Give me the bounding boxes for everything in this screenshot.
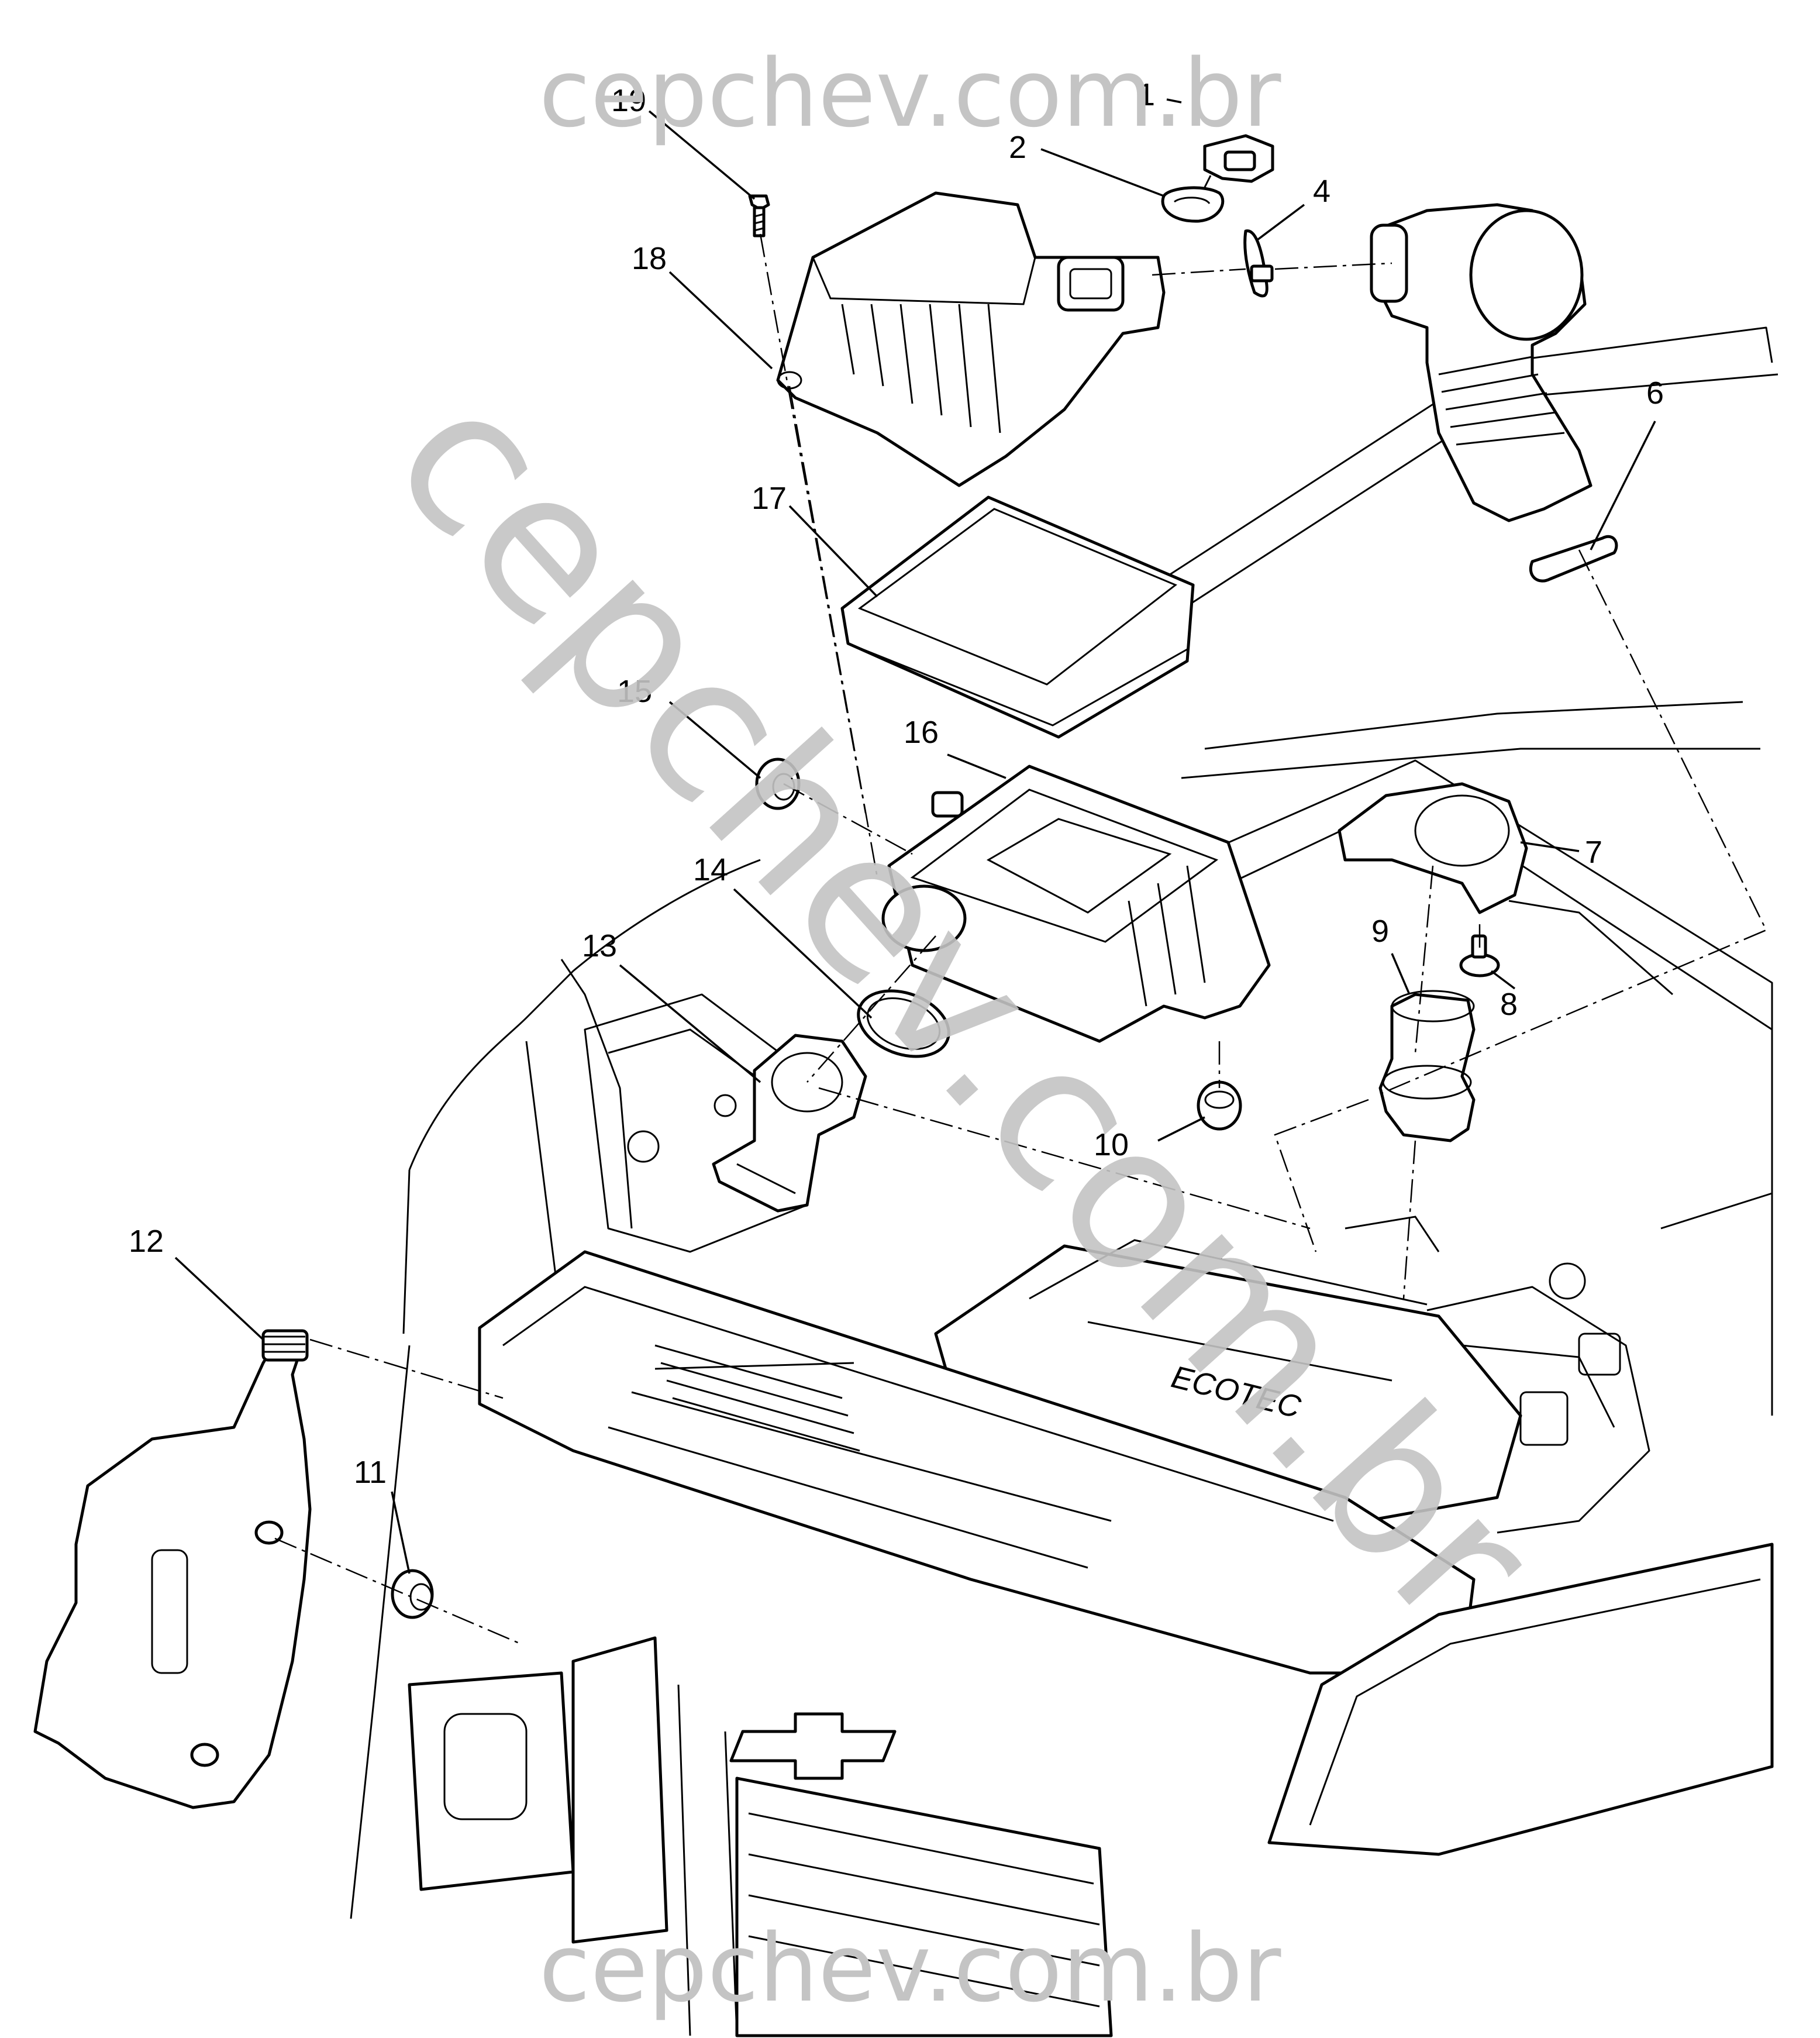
vehicle-front-end-background: ECOTEC [350, 326, 1778, 2037]
part-13-inlet-duct [712, 1034, 867, 1213]
callout-18: 18 [632, 241, 667, 276]
part-19-bolt [748, 194, 770, 237]
callout-16: 16 [904, 715, 939, 750]
part-2-sensor-seal [1161, 186, 1225, 223]
part-7-air-inlet [1338, 782, 1528, 914]
callout-17: 17 [752, 481, 787, 516]
part-17-air-filter [840, 495, 1195, 739]
part-12-resonator [33, 1329, 312, 1809]
callout-9: 9 [1371, 914, 1389, 949]
leader-lines [174, 98, 1656, 1574]
part-14-seal-ring [857, 989, 950, 1058]
part-16-air-cleaner-lower-housing [881, 765, 1271, 1043]
callout-11: 11 [354, 1455, 387, 1490]
part-1-maf-sensor [1201, 134, 1274, 194]
callout-4: 4 [1313, 174, 1330, 209]
callout-19: 19 [611, 83, 646, 118]
part-6-clamp [1529, 535, 1618, 583]
duct-bellows [1438, 356, 1565, 446]
part-11-grommet [391, 1569, 434, 1619]
part-4-clamp [1243, 229, 1274, 298]
callout-7: 7 [1585, 835, 1602, 870]
callout-2: 2 [1009, 130, 1026, 165]
part-15-grommet [755, 758, 801, 810]
callout-6: 6 [1646, 376, 1664, 411]
callout-12: 12 [129, 1224, 164, 1259]
callout-14: 14 [693, 852, 728, 887]
vent-fins [654, 1344, 860, 1452]
part-18-air-cleaner-upper-housing [776, 191, 1166, 487]
watermark-top: cepchev.com.br [539, 39, 1281, 148]
watermark-bottom: cepchev.com.br [539, 1913, 1281, 2023]
housing-ribs [841, 304, 1001, 433]
callout-10: 10 [1094, 1127, 1129, 1162]
bowtie-emblem [729, 1712, 897, 1780]
assembly-centerlines [274, 233, 1767, 1645]
callout-1: 1 [1138, 77, 1155, 112]
callout-15: 15 [617, 674, 652, 709]
callout-8: 8 [1500, 987, 1518, 1022]
callout-labels: 1 2 4 6 7 8 9 10 11 12 13 14 15 16 17 18… [129, 77, 1664, 1490]
part-9-connector-sleeve [1378, 990, 1476, 1142]
callout-13: 13 [582, 928, 617, 963]
air-intake-duct [1370, 203, 1592, 522]
